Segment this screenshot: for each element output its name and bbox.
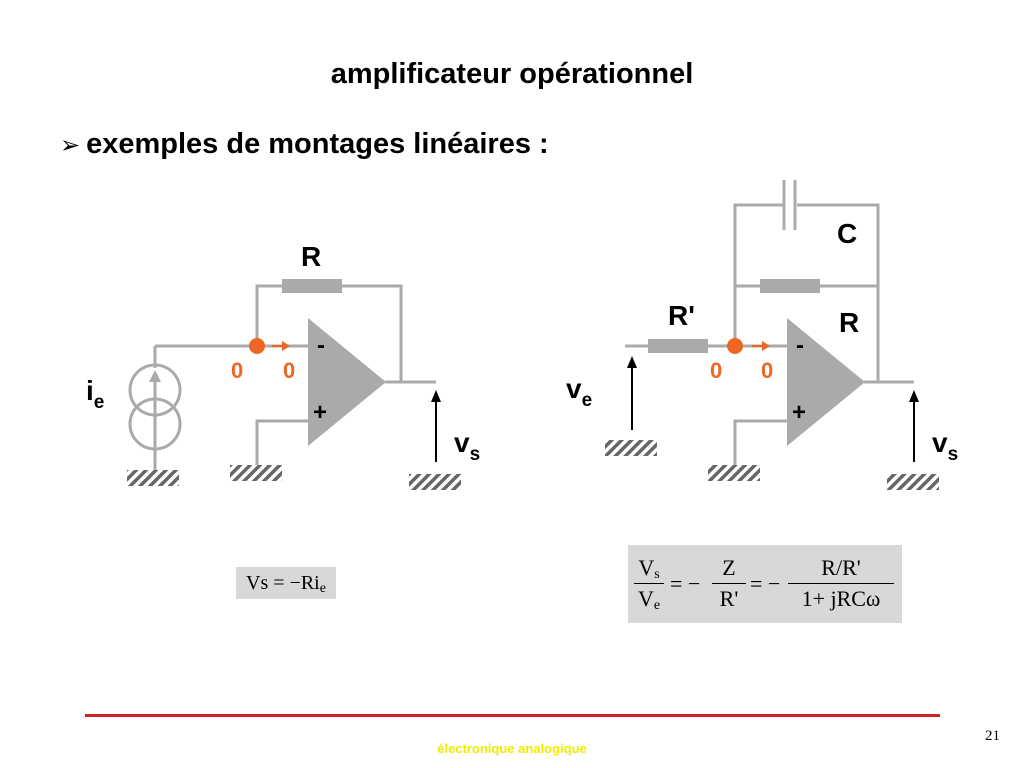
output-arrowhead-left bbox=[431, 390, 441, 402]
label-minus-left: - bbox=[317, 332, 325, 359]
label-minus-right: - bbox=[796, 332, 804, 359]
fraction-r-impedance: R/R' 1+ jRCω bbox=[788, 553, 894, 614]
ground-right-input bbox=[605, 440, 657, 456]
label-plus-left: + bbox=[313, 399, 327, 426]
label-plus-right: + bbox=[792, 399, 806, 426]
label-vs-right: vs bbox=[932, 427, 958, 465]
label-node-current-right: 0 bbox=[761, 358, 773, 383]
subtitle-text: exemples de montages linéaires : bbox=[86, 128, 549, 160]
circuit-right bbox=[625, 203, 914, 465]
equals-minus-1: = − bbox=[670, 571, 701, 596]
fraction-z-rprime: Z R' bbox=[712, 553, 746, 614]
input-arrowhead-right bbox=[627, 356, 637, 368]
ground-left-plus bbox=[230, 465, 282, 481]
label-vs-left: vs bbox=[454, 427, 480, 465]
node-right bbox=[727, 338, 743, 354]
footer-text: électronique analogique bbox=[437, 741, 587, 756]
resistor-r-left bbox=[282, 279, 342, 293]
resistor-rprime bbox=[648, 339, 708, 353]
source-arrow-icon bbox=[149, 370, 161, 382]
equals-minus-2: = − bbox=[750, 571, 781, 596]
label-ve: ve bbox=[566, 373, 592, 411]
slide-subtitle: ➢exemples de montages linéaires : bbox=[60, 128, 549, 161]
ground-left-output bbox=[409, 474, 461, 490]
label-node-voltage-right: 0 bbox=[710, 358, 722, 383]
equation-right: Vs Ve = − Z R' = − R/R' 1+ jRCω bbox=[628, 545, 902, 623]
opamp-left bbox=[308, 318, 386, 446]
label-r-right: R bbox=[839, 307, 859, 338]
output-arrowhead-right bbox=[909, 390, 919, 402]
label-c: C bbox=[837, 218, 857, 249]
resistor-r-right bbox=[760, 279, 820, 293]
current-arrowhead-left bbox=[282, 341, 290, 351]
slide-title: amplificateur opérationnel bbox=[330, 58, 694, 90]
ground-right-output bbox=[887, 474, 939, 490]
page-number: 21 bbox=[985, 728, 1000, 744]
label-rprime: R' bbox=[668, 300, 695, 331]
current-arrowhead-right bbox=[762, 341, 770, 351]
label-node-voltage-left: 0 bbox=[231, 358, 243, 383]
arrow-bullet-icon: ➢ bbox=[60, 131, 81, 159]
label-node-current-left: 0 bbox=[283, 358, 295, 383]
node-left bbox=[249, 338, 265, 354]
equation-left: Vs = −Rie bbox=[236, 567, 336, 599]
circuit-left bbox=[153, 284, 436, 470]
fraction-vs-ve: Vs Ve bbox=[634, 553, 664, 614]
wire-feedback-cap bbox=[733, 203, 880, 382]
label-ie: ie bbox=[86, 375, 104, 413]
current-source-icon bbox=[128, 363, 182, 451]
footer-divider bbox=[85, 714, 940, 717]
ground-left-source bbox=[127, 470, 179, 486]
label-r-left: R bbox=[301, 241, 321, 272]
ground-right-plus bbox=[708, 465, 760, 481]
wire-plus-ground bbox=[255, 419, 308, 465]
wire-plus-ground-right bbox=[733, 419, 787, 465]
opamp-right bbox=[787, 318, 865, 446]
